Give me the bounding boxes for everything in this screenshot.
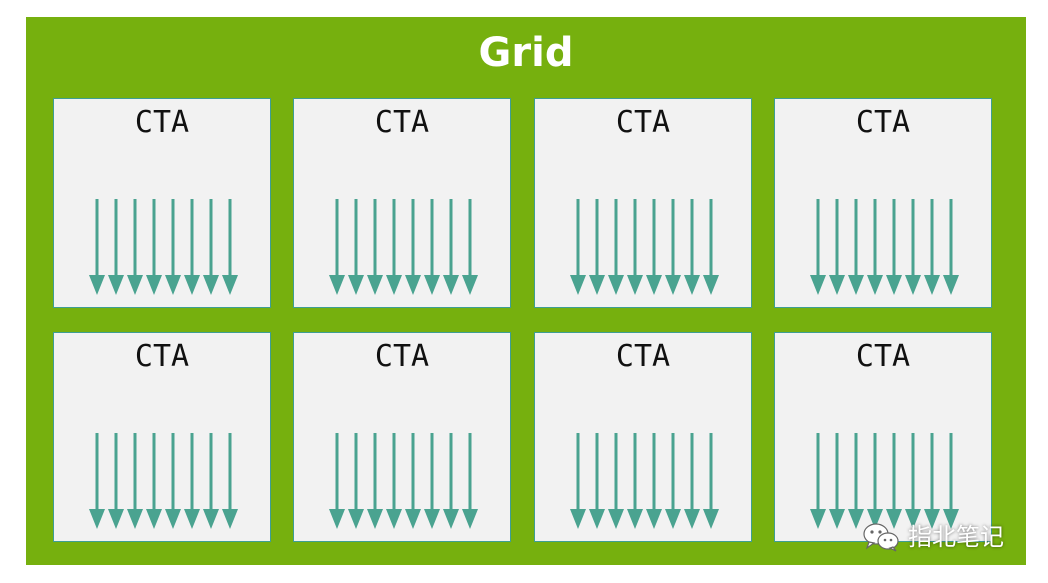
thread-arrow [443,433,459,529]
thread-arrow [943,199,959,295]
cta-block: CTA [53,332,271,542]
thread-arrow [146,199,162,295]
thread-arrow [943,433,959,529]
thread-arrows [570,433,719,529]
thread-arrow [924,199,940,295]
thread-arrow [89,199,105,295]
cta-label: CTA [134,105,190,140]
thread-arrow [646,433,662,529]
thread-arrow [684,199,700,295]
thread-arrow [405,433,421,529]
thread-arrow [684,433,700,529]
thread-arrow [829,433,845,529]
thread-arrow [386,433,402,529]
thread-arrow [703,199,719,295]
thread-arrow [810,433,826,529]
thread-arrow [703,433,719,529]
thread-arrow [108,433,124,529]
thread-arrow [810,199,826,295]
thread-arrow [886,199,902,295]
thread-arrow [222,433,238,529]
thread-arrow [367,199,383,295]
cta-label: CTA [615,105,671,140]
thread-arrow [905,433,921,529]
thread-arrow [886,433,902,529]
thread-arrow [570,199,586,295]
thread-arrow [348,199,364,295]
cta-block: CTA [53,98,271,308]
thread-arrows [89,433,238,529]
thread-arrow [608,433,624,529]
cta-label: CTA [374,339,430,374]
cta-block: CTA [774,98,992,308]
thread-arrows [329,199,478,295]
cta-label: CTA [855,339,911,374]
thread-arrow [424,433,440,529]
wechat-logo-icon [863,523,899,552]
thread-arrow [89,433,105,529]
thread-arrow [203,433,219,529]
thread-arrow [462,199,478,295]
thread-arrows [570,199,719,295]
thread-arrow [184,433,200,529]
cta-block: CTA [534,98,752,308]
thread-arrow [665,199,681,295]
thread-arrow [867,433,883,529]
thread-arrows [89,199,238,295]
thread-arrow [127,199,143,295]
thread-arrow [848,199,864,295]
grid-title: Grid [478,30,574,76]
thread-arrow [867,199,883,295]
grid-container: Grid CTA CTA CTA CTA CTA CTA CTA CTA [26,17,1026,565]
thread-arrow [405,199,421,295]
thread-arrow [222,199,238,295]
watermark-text: 指北笔记 [908,523,1004,551]
thread-arrow [203,199,219,295]
thread-arrow [127,433,143,529]
thread-arrow [348,433,364,529]
cta-label: CTA [134,339,190,374]
thread-arrow [367,433,383,529]
cta-label: CTA [615,339,671,374]
thread-arrow [608,199,624,295]
thread-arrow [924,433,940,529]
thread-arrows [329,433,478,529]
cta-label: CTA [374,105,430,140]
thread-arrow [627,199,643,295]
cta-block: CTA [293,98,511,308]
thread-arrow [386,199,402,295]
thread-arrows [810,199,959,295]
thread-arrow [462,433,478,529]
thread-arrow [589,433,605,529]
thread-arrow [570,433,586,529]
thread-arrow [165,199,181,295]
thread-arrows [810,433,959,529]
cta-label: CTA [855,105,911,140]
thread-arrow [184,199,200,295]
watermark: 指北笔记 [862,520,1004,554]
thread-arrow [829,199,845,295]
thread-arrow [329,199,345,295]
thread-arrow [146,433,162,529]
thread-arrow [108,199,124,295]
cta-block: CTA [534,332,752,542]
thread-arrow [905,199,921,295]
thread-arrow [848,433,864,529]
thread-arrow [589,199,605,295]
cta-block: CTA [293,332,511,542]
thread-arrow [627,433,643,529]
thread-arrow [443,199,459,295]
thread-arrow [646,199,662,295]
thread-arrow [329,433,345,529]
thread-arrow [665,433,681,529]
thread-arrow [165,433,181,529]
cta-block: CTA [774,332,992,542]
thread-arrow [424,199,440,295]
